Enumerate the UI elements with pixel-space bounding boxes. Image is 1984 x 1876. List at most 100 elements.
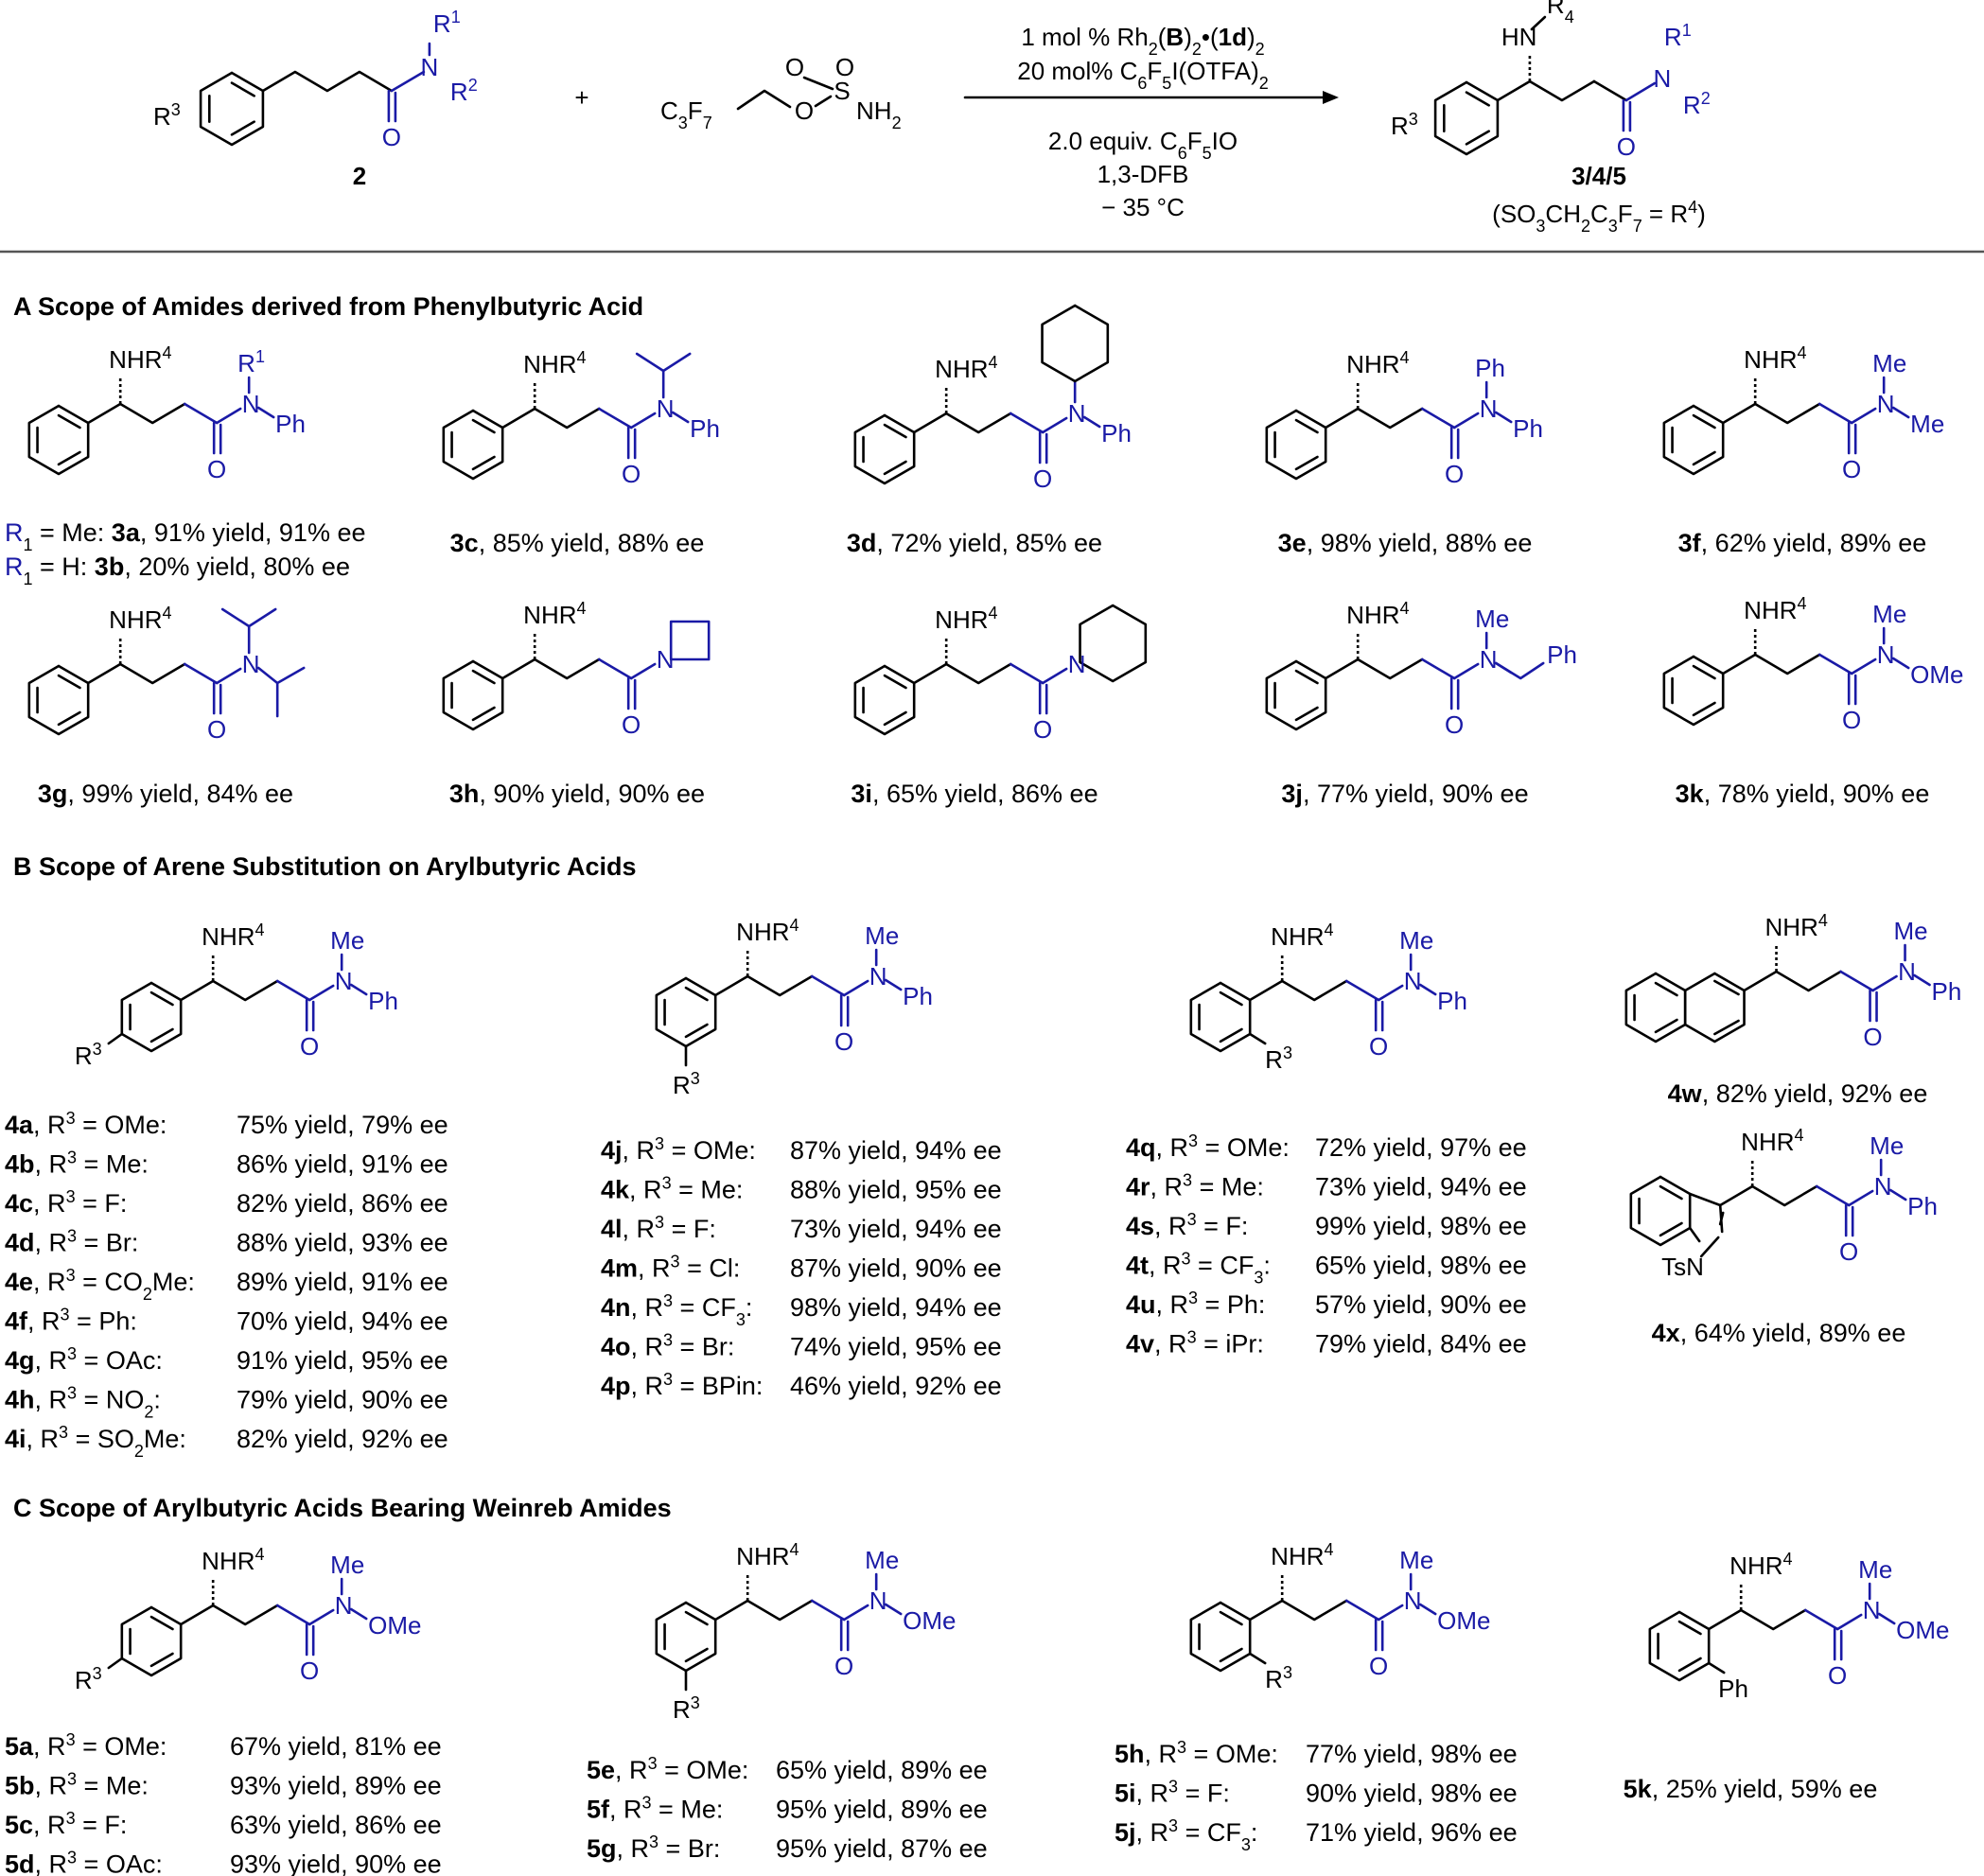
n-substituent-bond — [349, 1607, 368, 1621]
yield-ee-entry: 89% yield, 91% ee — [237, 1268, 448, 1296]
nitrogen-label: N — [657, 645, 675, 674]
alkyl-chain — [1718, 1184, 1818, 1207]
substituent-entry: 4v, R3 = iPr: — [1126, 1328, 1264, 1359]
ring — [1683, 972, 1746, 1043]
n-substituent-label: R1 — [237, 347, 265, 377]
oxygen-label: O — [1617, 132, 1636, 161]
alkyl-chain — [1707, 1608, 1807, 1631]
pyrrole-double-bond — [1718, 1211, 1725, 1226]
chain-to-carbonyl — [1009, 662, 1045, 685]
oxygen-label: O — [835, 53, 854, 81]
substituent-entry: 5b, R3 = Me: — [5, 1770, 149, 1800]
alkyl-chain — [713, 974, 814, 997]
ring-double-bond — [883, 460, 907, 476]
n-substituent-label: Me — [865, 1546, 899, 1574]
oxygen-label: O — [300, 1657, 319, 1685]
n-substituent-label: Me — [330, 1551, 364, 1579]
temperature-condition: − 35 °C — [1101, 193, 1185, 221]
ring-double-bond — [883, 674, 907, 690]
n-substituent-label: Me — [865, 921, 899, 950]
product-amide-bond — [1624, 81, 1657, 102]
oxygen-label: O — [1839, 1237, 1858, 1266]
nitrogen-label: N — [242, 650, 260, 678]
ring-double-bond — [1692, 450, 1716, 466]
nhr4-label: NHR4 — [1744, 343, 1806, 374]
r2-label: R2 — [1683, 89, 1711, 119]
amide-bond — [1847, 1189, 1874, 1207]
caption-3h: 3h, 90% yield, 90% ee — [449, 780, 705, 808]
amide-bond — [842, 979, 869, 997]
amide-bond — [1850, 407, 1877, 425]
amide-bond — [307, 1608, 335, 1626]
alkyl-chain — [1721, 402, 1821, 425]
oxygen-label: O — [1828, 1661, 1847, 1690]
substituent-entry: 4h, R3 = NO2: — [5, 1384, 161, 1422]
nhr4-label: NHR4 — [736, 916, 799, 946]
oxygen-label: O — [795, 96, 814, 125]
nitrogen-label: N — [1404, 1587, 1422, 1615]
caption-4w: 4w, 82% yield, 92% ee — [1668, 1079, 1928, 1108]
oxygen-label: O — [834, 1027, 853, 1056]
ring-double-bond — [684, 986, 709, 1002]
plus-sign: + — [574, 83, 588, 112]
substituent-entry: 4i, R3 = SO2Me: — [5, 1423, 186, 1461]
ring-double-bond — [1465, 91, 1490, 107]
sm-amide-bond — [390, 70, 426, 93]
nitrogen-label: N — [657, 394, 675, 423]
nhr4-label: NHR4 — [935, 604, 997, 634]
yield-ee-entry: 82% yield, 92% ee — [237, 1425, 448, 1453]
ring-double-bond — [149, 1027, 174, 1043]
oxygen-label: O — [622, 460, 641, 488]
caption-3a: R1 = Me: 3a, 91% yield, 91% ee — [5, 518, 366, 554]
substituent-entry: 5e, R3 = OMe: — [587, 1754, 748, 1784]
ring-double-bond — [1692, 413, 1716, 430]
chain-to-carbonyl — [597, 657, 633, 680]
substituent-entry: 5g, R3 = Br: — [587, 1832, 720, 1863]
r3-bond — [1248, 1032, 1267, 1045]
nitrogen-label: N — [1874, 1172, 1892, 1201]
ring-double-bond — [471, 706, 496, 722]
caption-3e: 3e, 98% yield, 88% ee — [1278, 529, 1533, 557]
r3-bond — [107, 1657, 124, 1670]
n-substituent-bond — [1891, 406, 1910, 419]
n-substituent-label: OMe — [1437, 1606, 1490, 1635]
amide-bond — [215, 407, 242, 425]
ring-double-bond — [230, 120, 255, 136]
n-substituent-label: Me — [1910, 410, 1944, 438]
alkyl-chain — [1743, 970, 1842, 992]
yield-ee-entry: 75% yield, 79% ee — [237, 1111, 448, 1139]
yield-ee-entry: 65% yield, 98% ee — [1315, 1252, 1527, 1280]
sm-chain — [261, 70, 394, 93]
n-substituent-label: Me — [1872, 349, 1906, 377]
amide-bond — [1452, 412, 1480, 430]
nitrogen-label: N — [1863, 1596, 1881, 1624]
ring-double-bond — [684, 1610, 709, 1626]
ring-double-bond — [1692, 664, 1716, 680]
ring-double-bond — [57, 450, 81, 466]
ring-double-bond — [230, 81, 255, 97]
n-substituent-label: Me — [1858, 1555, 1892, 1584]
caption-5k: 5k, 25% yield, 59% ee — [1624, 1775, 1878, 1803]
yield-ee-entry: 67% yield, 81% ee — [230, 1732, 442, 1761]
amide-bond — [1871, 974, 1898, 992]
pyrrole-ring — [1699, 1236, 1720, 1258]
nhr4-label: NHR4 — [1271, 920, 1333, 951]
r4-definition: (SO3CH2C3F7 = R4) — [1492, 198, 1706, 236]
yield-ee-entry: 98% yield, 94% ee — [790, 1293, 1002, 1322]
nitrogen-label: N — [242, 390, 260, 418]
oxygen-label: O — [785, 53, 804, 81]
yield-ee-entry: 74% yield, 95% ee — [790, 1333, 1002, 1361]
ring-double-bond — [1677, 1657, 1702, 1673]
alkyl-chain — [86, 402, 186, 425]
phenyl-label: Ph — [690, 414, 720, 443]
s-o-bond — [802, 76, 834, 91]
nhr4-label: NHR4 — [736, 1540, 799, 1570]
ring-double-bond — [1219, 1647, 1243, 1663]
yield-ee-entry: 72% yield, 97% ee — [1315, 1133, 1527, 1162]
oxygen-label: O — [1842, 706, 1861, 734]
o-s-bond — [814, 95, 833, 108]
nhr4-label: NHR4 — [202, 920, 264, 951]
alkyl-chain — [179, 979, 279, 1002]
